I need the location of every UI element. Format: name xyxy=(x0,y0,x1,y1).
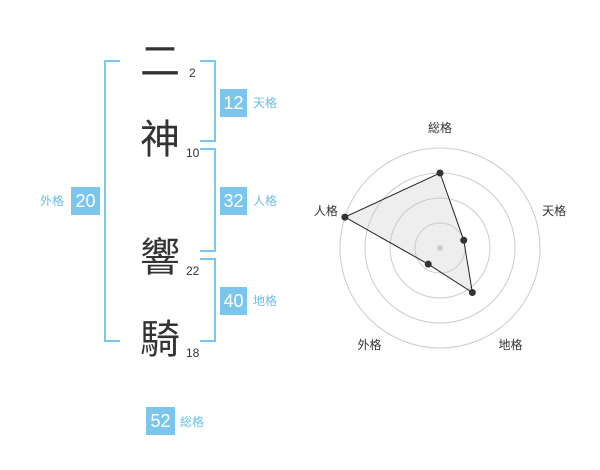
jinkaku-label: 人格 xyxy=(253,194,278,208)
tenkaku-label: 天格 xyxy=(253,96,278,110)
gaikaku-bracket xyxy=(104,60,120,342)
radar-point-2 xyxy=(460,236,468,244)
radar-point-1 xyxy=(436,169,444,177)
chikaku-label: 地格 xyxy=(253,294,278,308)
name-char-1: 二 xyxy=(140,39,180,85)
tenkaku-bracket xyxy=(200,60,216,142)
stroke-count-4: 18 xyxy=(186,346,200,360)
radar-axis-label-1: 総格 xyxy=(428,120,452,135)
radar-axis-label-4: 外格 xyxy=(357,337,381,352)
chikaku-value-badge: 40 xyxy=(220,287,247,315)
soukaku-value-badge: 52 xyxy=(146,407,175,435)
radar-point-5 xyxy=(341,213,349,221)
gaikaku-label: 外格 xyxy=(40,194,65,208)
soukaku-label: 総格 xyxy=(180,415,205,429)
name-char-4: 騎 xyxy=(140,317,180,363)
radar-point-4 xyxy=(424,260,432,268)
radar-center-dot xyxy=(437,245,443,251)
gaikaku-value-badge: 20 xyxy=(71,187,100,215)
stroke-count-3: 22 xyxy=(186,264,200,278)
radar-ring-4 xyxy=(339,147,541,349)
stroke-count-1: 2 xyxy=(189,66,196,80)
radar-point-3 xyxy=(468,288,476,296)
chikaku-bracket xyxy=(200,258,216,342)
tenkaku-value-badge: 12 xyxy=(220,89,247,117)
jinkaku-value-badge: 32 xyxy=(220,187,247,215)
stroke-count-2: 10 xyxy=(186,146,200,160)
radar-axis-label-2: 天格 xyxy=(542,203,566,218)
radar-axis-label-3: 地格 xyxy=(499,337,523,352)
name-char-2: 神 xyxy=(140,117,180,163)
radar-axis-label-5: 人格 xyxy=(314,203,338,218)
radar-ring-2 xyxy=(389,197,491,299)
radar-data-polygon xyxy=(343,172,474,294)
jinkaku-bracket xyxy=(200,148,216,252)
name-char-3: 響 xyxy=(140,235,180,281)
